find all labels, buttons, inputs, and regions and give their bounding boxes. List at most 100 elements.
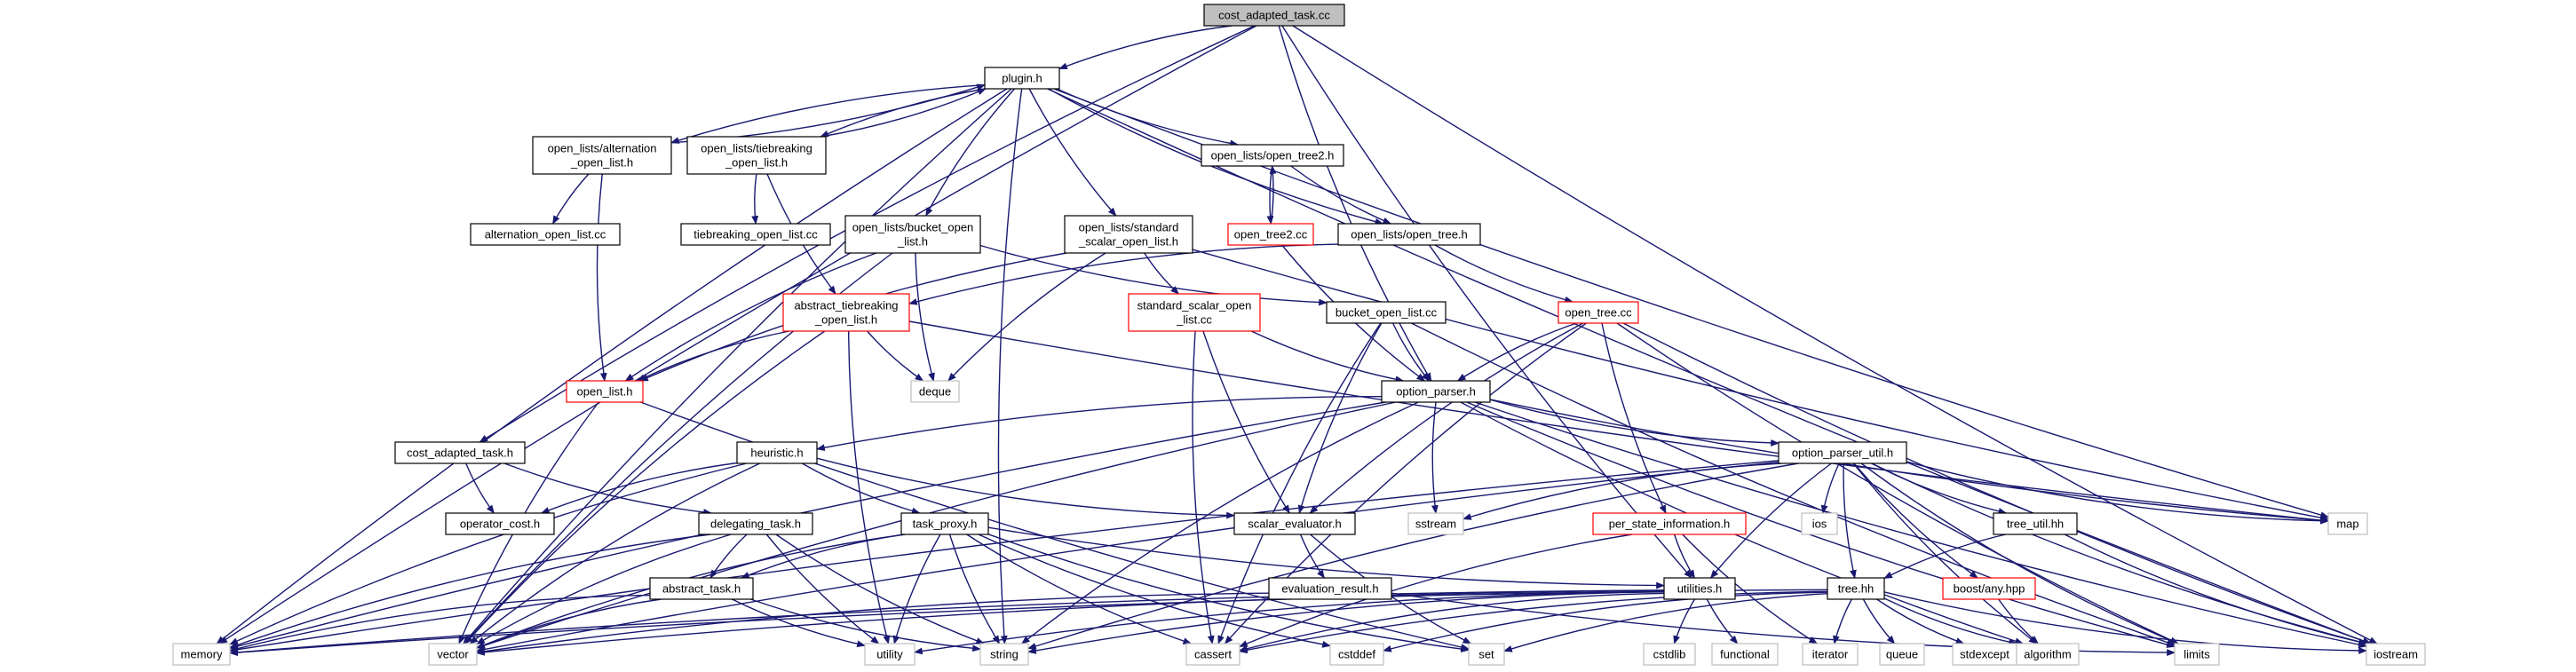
edge-root-to-option_parser: [1278, 25, 1432, 382]
node-alternation[interactable]: open_lists/alternation_open_list.h: [532, 136, 672, 175]
edge-utilities-to-functional: [1706, 598, 1739, 644]
edge-heuristic-to-operator_cost: [540, 462, 738, 514]
edge-open_tree_h-to-abstract_tie: [908, 243, 1339, 305]
edge-standard_cc-to-scalar_eval: [1202, 330, 1290, 514]
node-label: abstract_task.h: [662, 582, 741, 596]
node-option_parser_util[interactable]: option_parser_util.h: [1778, 441, 1907, 464]
node-label: string: [990, 648, 1019, 661]
node-label: _scalar_open_list.h: [1078, 235, 1178, 249]
edge-option_parser-to-map: [1489, 399, 2329, 524]
node-standard_h[interactable]: open_lists/standard_scalar_open_list.h: [1064, 215, 1193, 254]
node-label: evaluation_result.h: [1281, 582, 1378, 596]
edges-layer: [216, 25, 2378, 656]
node-label: queue: [1886, 648, 1918, 661]
node-box: [910, 380, 960, 403]
node-abstract_tie[interactable]: abstract_tiebreaking_open_list.h: [782, 293, 910, 332]
node-box: [984, 67, 1060, 90]
node-alt_cc[interactable]: alternation_open_list.cc: [470, 223, 621, 246]
node-open_tree2_cc[interactable]: open_tree2.cc: [1227, 223, 1314, 246]
node-task_proxy[interactable]: task_proxy.h: [900, 512, 989, 535]
node-abstract_task[interactable]: abstract_task.h: [649, 577, 754, 600]
edge-bucket_h-to-open_list: [624, 252, 877, 382]
node-scalar_eval[interactable]: scalar_evaluator.h: [1233, 512, 1356, 535]
edge-tree_hh-to-queue: [1862, 598, 1896, 644]
node-functional: functional: [1711, 643, 1779, 666]
node-limits: limits: [2174, 643, 2220, 666]
node-cost_adapted_h[interactable]: cost_adapted_task.h: [394, 441, 526, 464]
edge-option_parser_util-to-tree_hh: [1843, 462, 1857, 579]
edge-delegating-to-abstract_task: [709, 534, 748, 579]
node-label: task_proxy.h: [913, 518, 978, 531]
edge-option_parser-to-memory: [229, 401, 1386, 650]
edge-option_parser-to-string: [1020, 401, 1419, 644]
node-label: memory: [181, 648, 223, 661]
node-standard_cc[interactable]: standard_scalar_open_list.cc: [1128, 293, 1261, 332]
node-box: [470, 223, 621, 246]
nodes-layer: cost_adapted_task.cc plugin.h open_lists/a…: [172, 4, 2426, 666]
node-bucket_cc[interactable]: bucket_open_list.cc: [1326, 301, 1447, 324]
node-heuristic[interactable]: heuristic.h: [736, 441, 818, 464]
node-label: bucket_open_list.cc: [1336, 306, 1438, 320]
node-box: [1128, 293, 1261, 332]
edge-open_tree_cc-to-scalar_eval: [1309, 322, 1584, 514]
node-label: open_lists/standard: [1079, 221, 1179, 234]
node-cassert: cassert: [1185, 643, 1240, 666]
node-memory: memory: [172, 643, 231, 666]
edge-option_parser_util-to-vector: [476, 461, 1779, 653]
node-tree_hh[interactable]: tree.hh: [1827, 577, 1885, 600]
node-box: [680, 223, 831, 246]
node-utilities[interactable]: utilities.h: [1663, 577, 1736, 600]
node-box: [864, 643, 915, 666]
edge-option_parser-to-option_parser_util: [1489, 399, 1779, 447]
edge-plugin-to-iostream: [1047, 88, 2372, 644]
node-per_state[interactable]: per_state_information.h: [1592, 512, 1747, 535]
edge-abstract_task-to-vector: [476, 598, 662, 649]
node-boost_any[interactable]: boost/any.hpp: [1942, 577, 2036, 600]
node-label: utility: [876, 648, 903, 661]
edge-option_parser-to-limits: [1466, 401, 2176, 648]
node-open_tree_cc[interactable]: open_tree.cc: [1557, 301, 1639, 324]
node-label: cost_adapted_task.cc: [1218, 9, 1330, 22]
node-tie_cc[interactable]: tiebreaking_open_list.cc: [680, 223, 831, 246]
node-stdexcept: stdexcept: [1952, 643, 2017, 666]
edge-bucket_cc-to-limits: [1411, 322, 2176, 646]
node-open_tree_h[interactable]: open_lists/open_tree.h: [1337, 223, 1481, 246]
node-label: limits: [2184, 648, 2210, 661]
node-root[interactable]: cost_adapted_task.cc: [1203, 4, 1345, 27]
edge-open_tree2_cc-to-open_tree2_h: [1269, 165, 1277, 225]
node-utility: utility: [864, 643, 915, 666]
node-open_tree2_h[interactable]: open_lists/open_tree2.h: [1201, 144, 1344, 167]
node-delegating[interactable]: delegating_task.h: [698, 512, 813, 535]
node-box: [979, 643, 1029, 666]
edge-option_parser_util-to-limits: [1860, 462, 2179, 644]
node-tiebreaking[interactable]: open_lists/tiebreaking_open_list.h: [686, 136, 827, 175]
edge-alternation-to-open_list: [596, 173, 607, 382]
node-box: [1778, 441, 1907, 464]
edge-abstract_tie-to-deque: [867, 330, 924, 382]
node-label: option_parser_util.h: [1792, 447, 1893, 460]
edge-abstract_task-to-memory: [229, 594, 651, 652]
node-box: [1802, 643, 1859, 666]
edge-delegating-to-string: [775, 534, 986, 644]
node-eval_result[interactable]: evaluation_result.h: [1268, 577, 1392, 600]
node-operator_cost[interactable]: operator_cost.h: [445, 512, 555, 535]
edge-option_parser_util-to-map: [1906, 461, 2329, 525]
node-box: [844, 215, 981, 254]
node-option_parser[interactable]: option_parser.h: [1381, 380, 1491, 403]
node-open_list[interactable]: open_list.h: [566, 380, 644, 403]
node-box: [1663, 577, 1736, 600]
node-label: _list.h: [897, 235, 928, 249]
edge-abstract_task-to-string: [750, 598, 981, 652]
node-cstdlib: cstdlib: [1643, 643, 1696, 666]
node-label: open_lists/bucket_open: [852, 221, 974, 234]
node-box: [686, 136, 827, 175]
node-plugin[interactable]: plugin.h: [984, 67, 1060, 90]
edge-abstract_tie-to-open_list: [636, 330, 789, 382]
node-tree_util[interactable]: tree_util.hh: [1993, 512, 2078, 535]
node-box: [1643, 643, 1696, 666]
edge-cost_adapted_h-to-operator_cost: [465, 462, 495, 514]
node-bucket_h[interactable]: open_lists/bucket_open_list.h: [844, 215, 981, 254]
node-label: alternation_open_list.cc: [485, 228, 606, 241]
edge-eval_result-to-vector: [476, 592, 1270, 655]
node-label: _open_list.h: [725, 156, 788, 170]
